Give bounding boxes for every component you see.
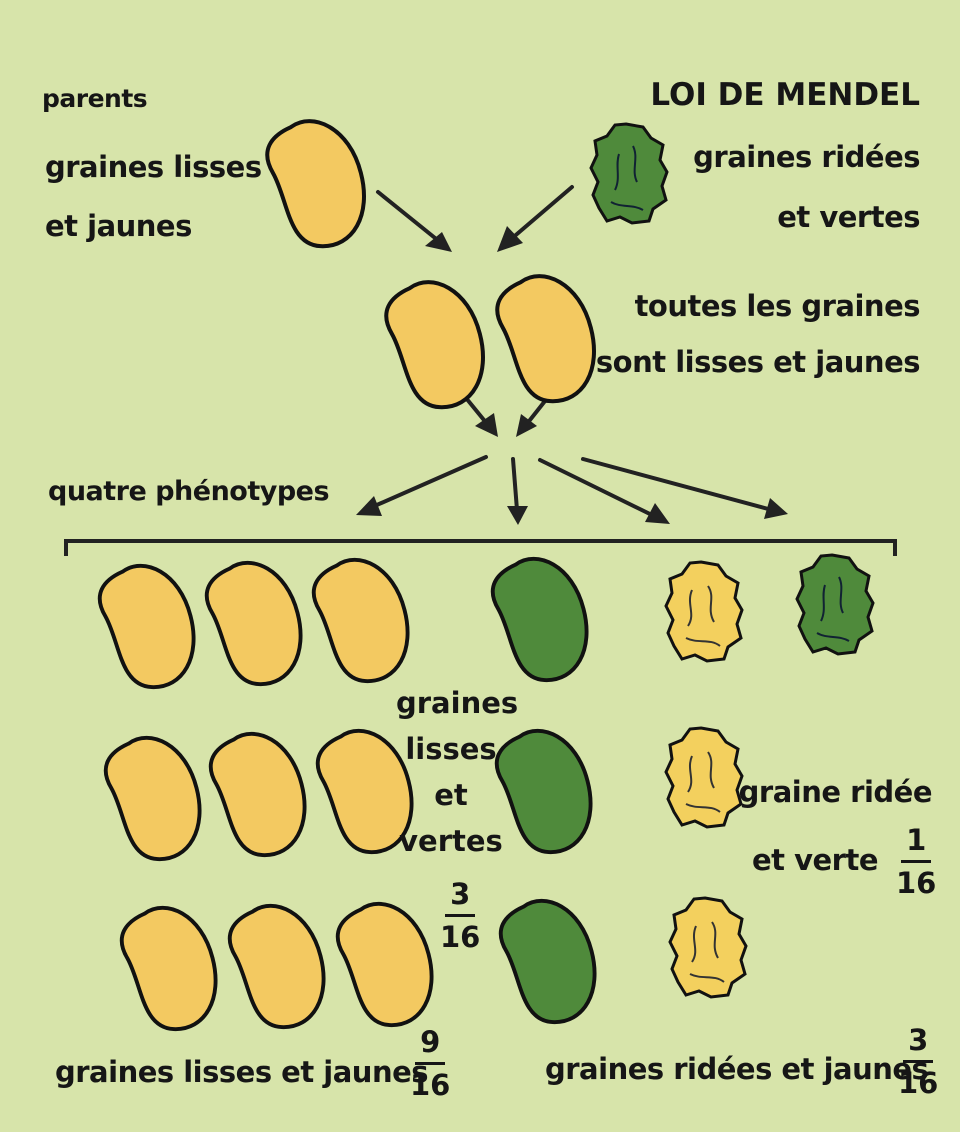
ratio-denominator: 16: [440, 923, 480, 952]
f1-line2: sont lisses et jaunes: [596, 348, 920, 377]
parent-wrinkled-green-seed: [591, 124, 667, 223]
smooth-yellow-label: graines lisses et jaunes: [55, 1058, 428, 1087]
ratio-denominator: 16: [898, 1069, 938, 1098]
ratio-numerator: 9: [420, 1028, 440, 1057]
arrow-f2-2: [507, 459, 528, 525]
smooth-yellow-ratio: 9 16: [410, 1028, 450, 1100]
seed: [670, 898, 746, 997]
seed: [493, 725, 598, 859]
f2-wrinkled-green-seed: [797, 555, 873, 654]
parent-smooth-yellow-seed: [263, 115, 371, 253]
four-phenotypes-label: quatre phénotypes: [48, 478, 329, 505]
arrow-parent-yellow: [378, 192, 452, 252]
f2-smooth-yellow-seeds: [96, 554, 439, 1036]
seed: [226, 900, 331, 1034]
seed: [334, 898, 439, 1032]
wrinkled-yellow-ratio: 3 16: [898, 1026, 938, 1098]
seed: [207, 728, 312, 862]
arrow-f1-right: [516, 401, 545, 437]
wrinkled-green-line2: et verte: [752, 846, 878, 875]
seed: [489, 553, 594, 687]
arrow-f2-4: [583, 459, 788, 519]
parent-right-line2: et vertes: [777, 203, 920, 232]
smooth-green-line2: lisses: [396, 726, 506, 772]
f1-line1: toutes les graines: [635, 292, 920, 321]
seed: [666, 562, 742, 661]
smooth-green-line4: vertes: [396, 818, 506, 864]
smooth-green-ratio: 3 16: [440, 880, 480, 952]
seed: [102, 732, 207, 866]
arrow-parent-green: [497, 187, 572, 252]
arrow-f2-3: [540, 460, 670, 524]
parents-label: parents: [42, 86, 147, 111]
ratio-denominator: 16: [410, 1071, 450, 1100]
seed: [118, 902, 223, 1036]
offspring-bracket: [66, 541, 895, 556]
parent-left-line2: et jaunes: [45, 212, 192, 241]
seed: [666, 728, 742, 827]
f1-seed-right: [493, 270, 601, 408]
smooth-green-line3: et: [396, 772, 506, 818]
seed: [310, 554, 415, 688]
wrinkled-green-ratio: 1 16: [896, 826, 936, 898]
f2-wrinkled-yellow-seeds: [666, 562, 746, 997]
smooth-green-label: graines lisses et vertes: [396, 680, 506, 864]
ratio-numerator: 3: [908, 1026, 928, 1055]
wrinkled-green-line1: graine ridée: [739, 778, 932, 807]
ratio-denominator: 16: [896, 869, 936, 898]
ratio-numerator: 3: [450, 880, 470, 909]
seed: [497, 895, 602, 1029]
arrow-f1-left: [466, 398, 498, 437]
f1-seed-left: [382, 276, 490, 414]
seed: [96, 560, 201, 694]
wrinkled-yellow-label: graines ridées et jaunes: [545, 1055, 928, 1084]
parent-left-line1: graines lisses: [45, 153, 262, 182]
seed: [203, 557, 308, 691]
arrow-f2-1: [356, 457, 486, 516]
smooth-green-line1: graines: [396, 680, 506, 726]
parent-right-line1: graines ridées: [693, 143, 920, 172]
diagram-title: LOI DE MENDEL: [650, 80, 920, 111]
ratio-numerator: 1: [906, 826, 926, 855]
